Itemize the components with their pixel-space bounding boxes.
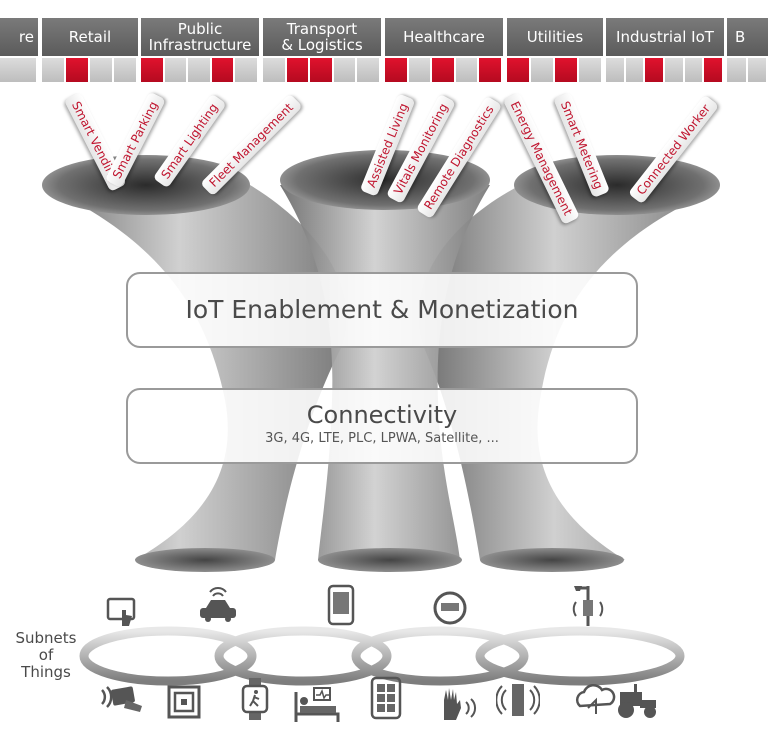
usecase-cell-active	[66, 58, 90, 82]
industry-industrial-iot-usecase-strip	[606, 58, 724, 82]
sensor-signal-icon	[496, 684, 540, 716]
industry-partial-right: B	[727, 18, 768, 56]
hospital-bed-icon	[294, 687, 340, 722]
connected-car-icon	[200, 587, 236, 622]
tablet-apps-icon	[370, 676, 402, 720]
usecase-cell	[684, 58, 705, 82]
usecase-cell	[357, 58, 381, 82]
usecase-cell-active	[645, 58, 665, 82]
funnel-left-base	[135, 548, 275, 572]
usecase-cell	[408, 58, 433, 82]
smart-meter-icon	[433, 591, 467, 625]
usecase-cell	[235, 58, 259, 82]
industry-healthcare-usecase-strip	[385, 58, 503, 82]
usecase-cell	[625, 58, 646, 82]
contactless-card-icon	[101, 686, 142, 712]
smartwatch-icon	[241, 678, 269, 720]
usecase-cell	[0, 58, 38, 82]
funnel-right	[418, 188, 720, 560]
usecase-cell-active	[141, 58, 165, 82]
usecase-cell	[114, 58, 138, 82]
usecase-cell	[579, 58, 603, 82]
smartphone-icon	[327, 584, 355, 626]
usecase-cell-active	[310, 58, 334, 82]
funnel-left	[42, 185, 348, 560]
usecase-cell-active	[704, 58, 724, 82]
usecase-cell-active	[211, 58, 236, 82]
funnel-center-base	[318, 548, 462, 572]
industry-public-infrastructure: Public Infrastructure	[141, 18, 259, 56]
iot-enablement-title: IoT Enablement & Monetization	[185, 295, 579, 324]
gesture-hand-icon	[444, 688, 477, 720]
usecase-cell	[747, 58, 768, 82]
street-light-icon	[572, 586, 604, 626]
industry-healthcare: Healthcare	[385, 18, 503, 56]
industry-partial-left: re	[0, 18, 38, 56]
usecase-cell-active	[479, 58, 503, 82]
usecase-cell	[455, 58, 480, 82]
usecase-cell-active	[555, 58, 579, 82]
usecase-cell-active	[286, 58, 311, 82]
usecase-cell	[164, 58, 189, 82]
industry-utilities: Utilities	[507, 18, 603, 56]
industry-partial-left-usecase-strip	[0, 58, 38, 82]
funnel-left-mouth	[42, 155, 250, 215]
industry-industrial-iot: Industrial IoT	[606, 18, 724, 56]
usecase-cell-active	[507, 58, 531, 82]
rfid-tag-icon	[167, 685, 201, 719]
connectivity-subtitle: 3G, 4G, LTE, PLC, LPWA, Satellite, ...	[265, 431, 499, 446]
industry-transport-logistics: Transport & Logistics	[263, 18, 381, 56]
usecase-cell-active	[432, 58, 456, 82]
usecase-cell	[606, 58, 626, 82]
usecase-cell	[727, 58, 748, 82]
usecase-cell	[263, 58, 287, 82]
usecase-cell	[333, 58, 358, 82]
usecase-cell	[188, 58, 212, 82]
subnet-rings	[79, 626, 685, 686]
industry-transport-logistics-usecase-strip	[263, 58, 381, 82]
connectivity-layer: Connectivity 3G, 4G, LTE, PLC, LPWA, Sat…	[126, 388, 638, 464]
cloud-tractor-icon	[575, 683, 656, 718]
industry-partial-right-usecase-strip	[727, 58, 768, 82]
subnets-of-things-label: Subnets of Things	[15, 629, 77, 681]
industry-retail-usecase-strip	[42, 58, 138, 82]
usecase-cell	[90, 58, 114, 82]
usecase-cell-active	[385, 58, 409, 82]
iot-enablement-layer: IoT Enablement & Monetization	[126, 272, 638, 348]
industry-public-infrastructure-usecase-strip	[141, 58, 259, 82]
usecase-cell	[42, 58, 66, 82]
funnel-right-base	[480, 548, 624, 572]
touch-tablet-icon	[106, 597, 136, 626]
usecase-cell	[664, 58, 685, 82]
usecase-cell	[531, 58, 555, 82]
industry-retail: Retail	[42, 18, 138, 56]
industry-utilities-usecase-strip	[507, 58, 603, 82]
connectivity-title: Connectivity	[306, 401, 458, 429]
